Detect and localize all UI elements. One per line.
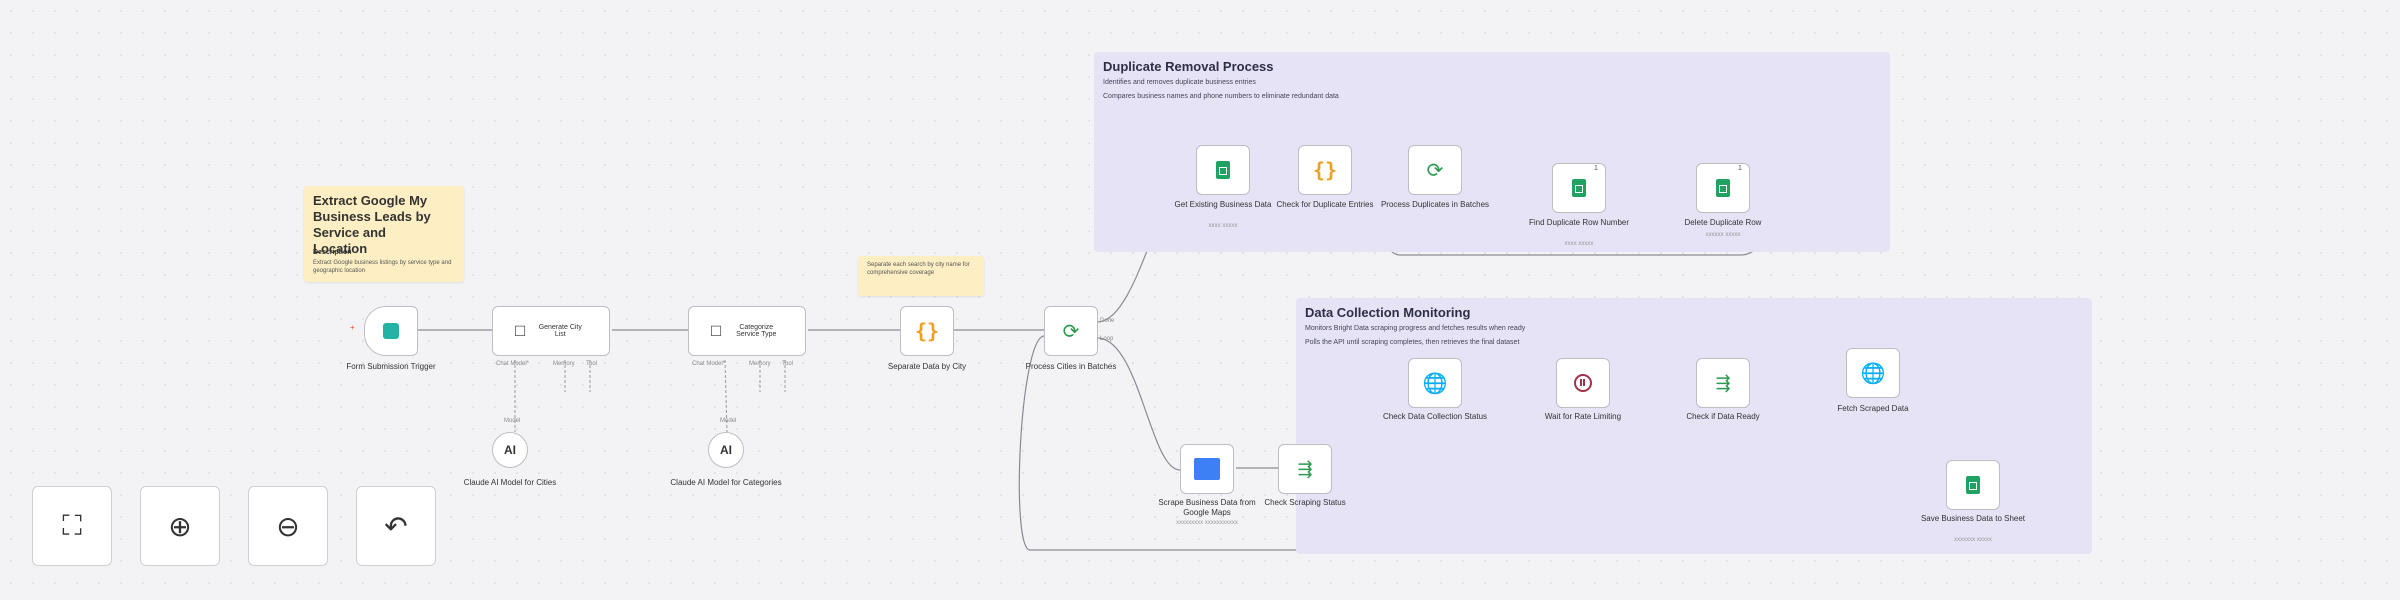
zoom-out-button[interactable]: ⊖ [248,486,328,566]
node-label: Fetch Scraped Data [1837,404,1909,413]
node-process-cities-in-batches[interactable]: ⟳ [1044,306,1098,356]
sheets-icon [1572,179,1586,197]
node-form-submission-trigger[interactable] [364,306,418,356]
if-icon: ⇶ [1297,458,1313,479]
node-label: Wait for Rate Limiting [1544,412,1622,421]
node-scrape-business-data[interactable] [1180,444,1234,494]
port-memory: Memory [553,361,575,367]
zoom-out-icon: ⊖ [276,510,300,542]
sticky-subtitle: Description [313,249,352,256]
port-memory: Memory [749,361,771,367]
node-label: Scrape Business Data from Google Maps [1158,498,1256,517]
pause-icon [1574,374,1592,392]
node-label: Claude AI Model for Categories [670,478,782,487]
claude-icon: AI [504,443,516,457]
node-check-for-duplicate-entries[interactable]: {} [1298,145,1352,195]
if-icon: ⇶ [1715,372,1731,393]
loop-icon: ⟳ [1426,159,1444,182]
claude-icon: AI [720,443,732,457]
zoom-in-button[interactable]: ⊕ [140,486,220,566]
port-tool: Tool [586,361,598,367]
sheets-icon [1966,476,1980,494]
node-save-business-data-to-sheet[interactable] [1946,460,2000,510]
node-label: Process Cities in Batches [1025,362,1117,371]
node-generate-city-list[interactable]: ☐ Generate City List [492,306,610,356]
node-subtitle: xxxx xxxxx [1564,241,1594,247]
node-label: Check if Data Ready [1686,412,1760,421]
sticky-text: Extract Google business listings by serv… [313,260,452,274]
group-description-line2: Compares business names and phone number… [1103,93,1339,100]
group-title: Data Collection Monitoring [1305,305,1471,320]
run-count-badge: 1 [1594,165,1598,172]
group-data-collection-monitoring[interactable]: Data Collection Monitoring Monitors Brig… [1296,298,2092,554]
sticky-title: Extract Google My Business Leads by Serv… [313,193,431,256]
sheets-icon [1216,161,1230,179]
edge-claude-categories [724,359,728,433]
fit-view-icon: ⛶ [62,509,82,541]
node-process-duplicates-in-batches[interactable]: ⟳ [1408,145,1462,195]
node-subtitle: xxxx xxxxx [1208,223,1238,229]
group-description-line1: Identifies and removes duplicate busines… [1103,79,1256,86]
globe-icon: 🌐 [1860,362,1886,385]
node-label: Claude AI Model for Cities [463,478,557,487]
form-icon [383,323,399,339]
node-inline-label: Categorize Service Type [736,324,777,338]
node-check-scraping-status[interactable]: ⇶ [1278,444,1332,494]
sheets-icon [1716,179,1730,197]
port-done: Done [1100,318,1115,324]
sticky-note-batch[interactable]: Separate each search by city name for co… [858,256,984,296]
node-label: Form Submission Trigger [346,362,436,371]
port-model: Model [720,418,737,424]
fit-view-button[interactable]: ⛶ [32,486,112,566]
bot-icon: ☐ [709,322,723,339]
node-check-if-data-ready[interactable]: ⇶ [1696,358,1750,408]
port-loop: Loop [1100,336,1114,342]
node-claude-model-cities[interactable]: AI [492,432,528,468]
undo-icon: ↶ [384,510,408,542]
node-label: Get Existing Business Data [1174,200,1272,209]
zoom-in-icon: ⊕ [168,510,192,542]
bot-icon: ☐ [513,322,527,339]
node-separate-data-by-city[interactable]: {} [900,306,954,356]
node-fetch-scraped-data[interactable]: 🌐 [1846,348,1900,398]
node-subtitle: xxxxxx xxxxx [1705,232,1741,238]
loop-icon: ⟳ [1062,320,1080,343]
port-chat-model: Chat Model* [692,361,726,367]
node-label: Check Data Collection Status [1382,412,1488,421]
add-trigger-icon[interactable]: + [350,323,355,332]
node-label: Save Business Data to Sheet [1920,514,2026,523]
node-label: Delete Duplicate Row [1684,218,1762,227]
group-description-line2: Polls the API until scraping completes, … [1305,339,1520,346]
node-find-duplicate-row-number[interactable] [1552,163,1606,213]
port-tool: Tool [782,361,794,367]
node-label: Find Duplicate Row Number [1528,218,1630,227]
node-delete-duplicate-row[interactable] [1696,163,1750,213]
port-chat-model: Chat Model* [496,361,530,367]
node-label: Check for Duplicate Entries [1276,200,1374,209]
code-icon: {} [1312,158,1338,182]
globe-icon: 🌐 [1422,372,1448,395]
sticky-note-main[interactable]: Extract Google My Business Leads by Serv… [304,186,464,282]
sticky-text: Separate each search by city name for co… [867,262,970,276]
undo-button[interactable]: ↶ [356,486,436,566]
run-count-badge: 1 [1738,165,1742,172]
code-icon: {} [914,319,940,343]
node-categorize-service-type[interactable]: ☐ Categorize Service Type [688,306,806,356]
node-wait-for-rate-limiting[interactable] [1556,358,1610,408]
node-get-existing-business-data[interactable] [1196,145,1250,195]
node-label: Process Duplicates in Batches [1380,200,1490,209]
node-label: Check Scraping Status [1264,498,1346,507]
node-subtitle: xxxxxxxxx xxxxxxxxxxx [1176,520,1238,526]
group-description-line1: Monitors Bright Data scraping progress a… [1305,325,1526,332]
node-label: Separate Data by City [887,362,967,371]
node-check-data-collection-status[interactable]: 🌐 [1408,358,1462,408]
group-title: Duplicate Removal Process [1103,59,1274,74]
node-inline-label: Generate City List [538,324,582,338]
node-subtitle: xxxxxxx xxxxx [1954,537,1992,543]
edge-process-scrape [1097,337,1181,471]
bright-data-icon [1194,458,1220,480]
node-claude-model-categories[interactable]: AI [708,432,744,468]
port-model: Model [504,418,521,424]
